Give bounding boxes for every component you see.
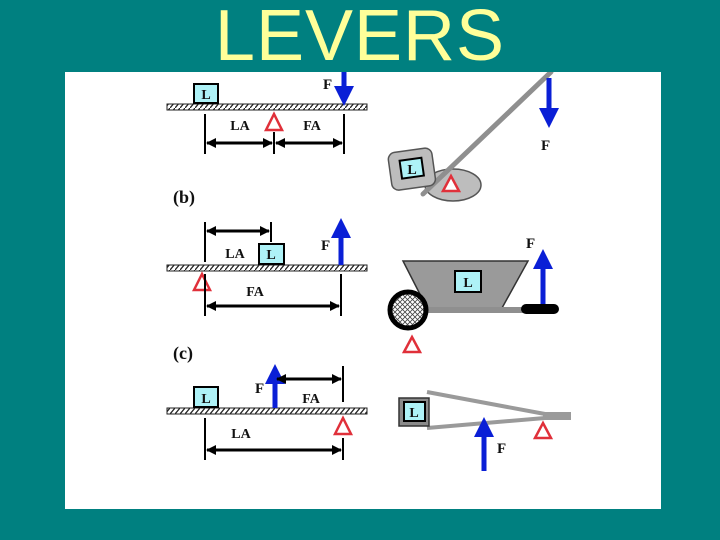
lever-bar — [166, 407, 368, 415]
load-box-icon: L — [193, 83, 219, 104]
force-arrow-icon — [533, 249, 553, 304]
section-label-b: (b) — [173, 187, 195, 208]
load-label: L — [409, 406, 418, 421]
load-label: L — [266, 248, 275, 263]
load-label: L — [201, 88, 210, 103]
load-arm-label: LA — [225, 247, 245, 262]
tweezers-icon: L F — [398, 390, 571, 471]
lever-bar — [166, 264, 368, 272]
force-arm-label: FA — [302, 392, 321, 407]
slide-title: LEVERS — [214, 0, 506, 76]
fulcrum-triangle-icon — [263, 111, 285, 132]
load-box-icon: L — [258, 243, 285, 265]
wheelbarrow-icon: L F — [387, 236, 559, 354]
force-arrow-icon — [265, 364, 285, 408]
section-label-c: (c) — [173, 343, 193, 364]
load-box-icon: L — [193, 386, 219, 408]
diagram-panel: L F LA FA L F (b) — [65, 72, 661, 509]
levers-diagram: L F LA FA L F (b) — [166, 72, 571, 471]
fulcrum-triangle-icon — [532, 420, 554, 440]
load-label: L — [201, 392, 210, 407]
force-label: F — [255, 381, 264, 397]
force-arrow-icon — [334, 72, 354, 106]
force-arm-label: FA — [246, 285, 265, 300]
force-arrow-icon — [331, 218, 351, 265]
force-label: F — [497, 441, 506, 457]
lever-bar — [166, 103, 368, 111]
load-arm-label: LA — [231, 427, 251, 442]
load-label: L — [463, 276, 472, 291]
fulcrum-triangle-icon — [191, 271, 213, 292]
lever-b-diagram: L F LA FA — [166, 218, 368, 316]
force-arrow-icon — [474, 417, 494, 471]
force-label: F — [321, 238, 330, 254]
force-arm-label: FA — [303, 119, 322, 134]
fulcrum-triangle-icon — [401, 334, 423, 354]
seesaw-lever-icon: L F — [387, 72, 559, 202]
force-arrow-icon — [539, 78, 559, 128]
load-label: L — [407, 163, 416, 178]
force-label: F — [323, 77, 332, 93]
lever-c-diagram: L F FA LA — [166, 364, 368, 460]
lever-a-diagram: L F LA FA — [166, 72, 368, 154]
fulcrum-triangle-icon — [332, 415, 354, 436]
force-label: F — [526, 236, 535, 252]
load-arm-label: LA — [230, 119, 250, 134]
fulcrum-triangle-icon — [440, 173, 462, 193]
force-label: F — [541, 138, 550, 154]
